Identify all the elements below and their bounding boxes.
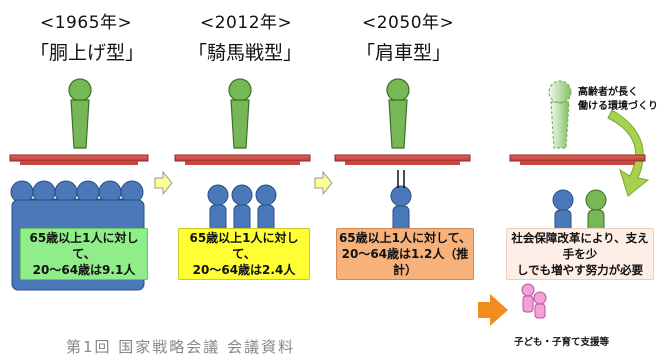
ratio-box-2012: 65歳以上1人に対して、 20～64歳は2.4人 <box>178 228 310 280</box>
arrow-orange-icon <box>478 294 508 326</box>
ratio-1965-line2: 20～64歳は9.1人 <box>32 263 136 277</box>
panel-future-platform <box>509 154 646 165</box>
elderly-note: 高齢者が長く 働ける環境づくり <box>578 86 658 114</box>
panel-1965-platform <box>9 154 149 165</box>
era-2012-name: 「騎馬戦型」 <box>188 42 303 64</box>
ratio-2012-line2: 20～64歳は2.4人 <box>192 263 296 277</box>
ratio-2050-line2: 20～64歳は1.2人（推計） <box>341 247 469 277</box>
panel-2012-elderly-person-icon <box>228 78 252 149</box>
panel-future-elderly-person-icon <box>548 80 572 149</box>
era-2050-name: 「肩車型」 <box>356 42 452 64</box>
reform-line1: 社会保障改革により、支え手を少 <box>511 231 649 261</box>
era-1965-name: 「胴上げ型」 <box>30 42 145 64</box>
child-note: 子ども・子育て支援等 <box>514 337 610 348</box>
panel-2050-platform <box>334 154 471 165</box>
panel-2012-platform <box>174 154 311 165</box>
era-2012-year: <2012年> <box>200 13 293 33</box>
arrow-right-icon-1 <box>154 170 173 196</box>
children-icon <box>521 283 547 319</box>
ratio-2012-line1: 65歳以上1人に対して、 <box>189 231 299 261</box>
ratio-box-1965: 65歳以上1人に対して、 20～64歳は9.1人 <box>20 228 148 280</box>
panel-2050-supporter-icon <box>390 170 412 237</box>
era-2050-year: <2050年> <box>362 13 455 33</box>
panel-2050-elderly-person-icon <box>386 78 410 149</box>
panel-2012-supporters-icon <box>207 184 277 236</box>
elderly-note-line1: 高齢者が長く <box>578 87 638 98</box>
reform-box: 社会保障改革により、支え手を少 しでも増やす努力が必要 <box>506 228 654 280</box>
elderly-note-line2: 働ける環境づくり <box>578 101 658 112</box>
era-1965-year: <1965年> <box>40 13 133 33</box>
curved-arrow-icon <box>607 109 650 197</box>
arrow-right-icon-2 <box>314 170 333 196</box>
panel-1965-elderly-person-icon <box>68 78 92 149</box>
ratio-box-2050: 65歳以上1人に対して、 20～64歳は1.2人（推計） <box>336 228 474 280</box>
bottom-text: 第1回 国家戦略会議 会議資料 <box>66 338 296 356</box>
ratio-2050-line1: 65歳以上1人に対して、 <box>338 231 472 245</box>
ratio-1965-line1: 65歳以上1人に対して、 <box>29 231 139 261</box>
reform-line2: しでも増やす努力が必要 <box>516 263 644 277</box>
